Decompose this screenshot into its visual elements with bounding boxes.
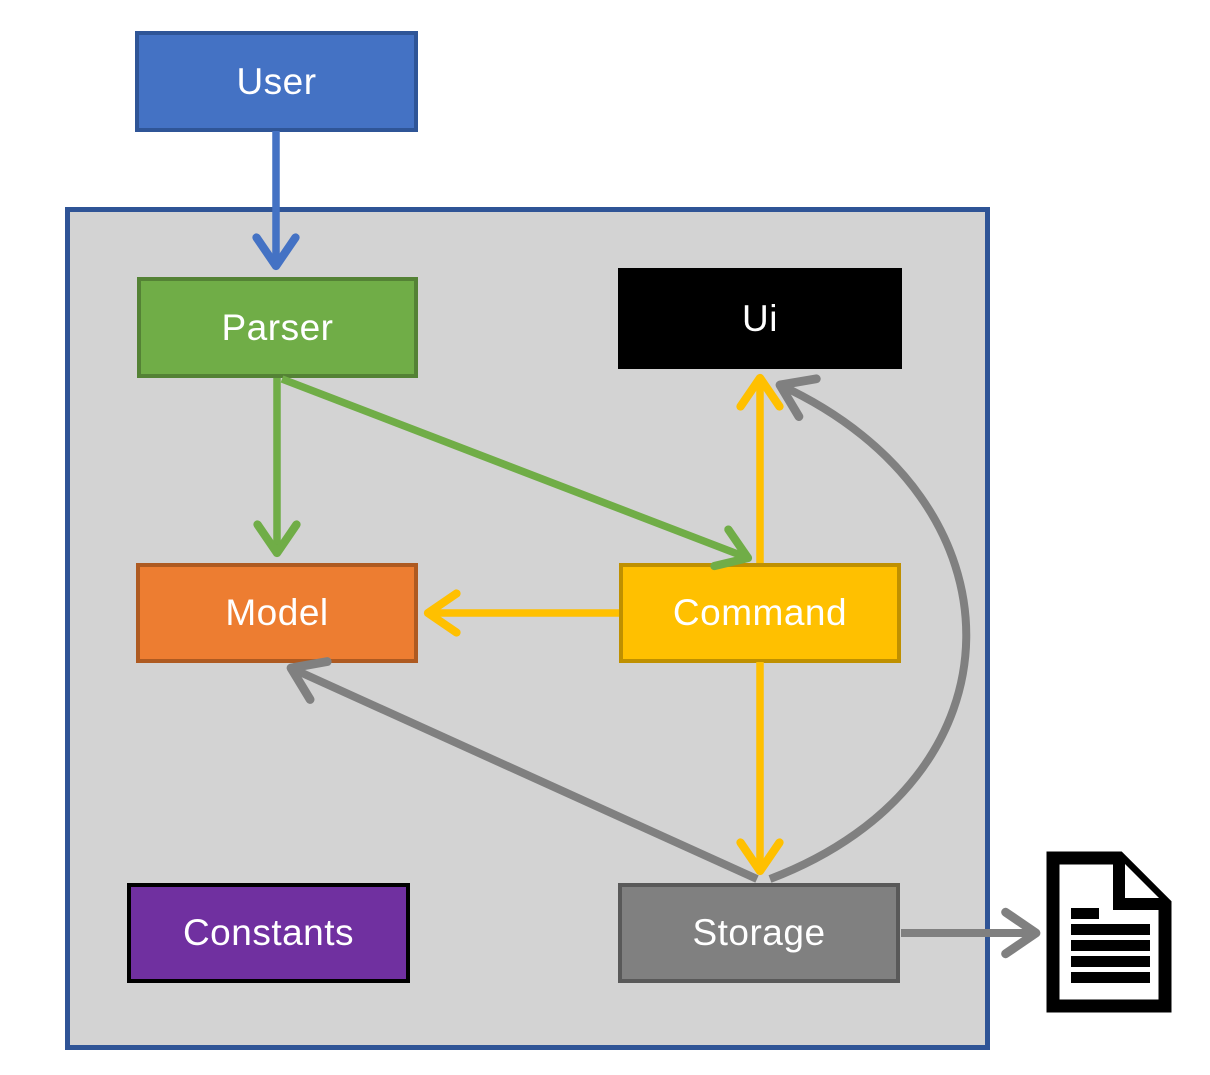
node-ui: Ui [618, 268, 902, 369]
node-user: User [135, 31, 418, 132]
node-constants: Constants [127, 883, 410, 983]
node-command: Command [619, 563, 901, 663]
node-parser: Parser [137, 277, 418, 378]
node-command-label: Command [672, 592, 848, 633]
node-model-label: Model [225, 592, 329, 633]
doc-text-line-short [1071, 908, 1099, 919]
node-user-label: User [236, 60, 317, 102]
document-icon [1046, 851, 1172, 1013]
doc-text-line [1071, 940, 1150, 951]
node-storage: Storage [618, 883, 900, 983]
node-ui-label: Ui [742, 297, 778, 339]
doc-text-line [1071, 972, 1150, 983]
doc-text-line [1071, 924, 1150, 935]
node-parser-label: Parser [221, 306, 334, 348]
node-storage-label: Storage [692, 912, 826, 953]
node-model: Model [136, 563, 418, 663]
node-constants-label: Constants [182, 912, 355, 953]
doc-text-line [1071, 956, 1150, 967]
